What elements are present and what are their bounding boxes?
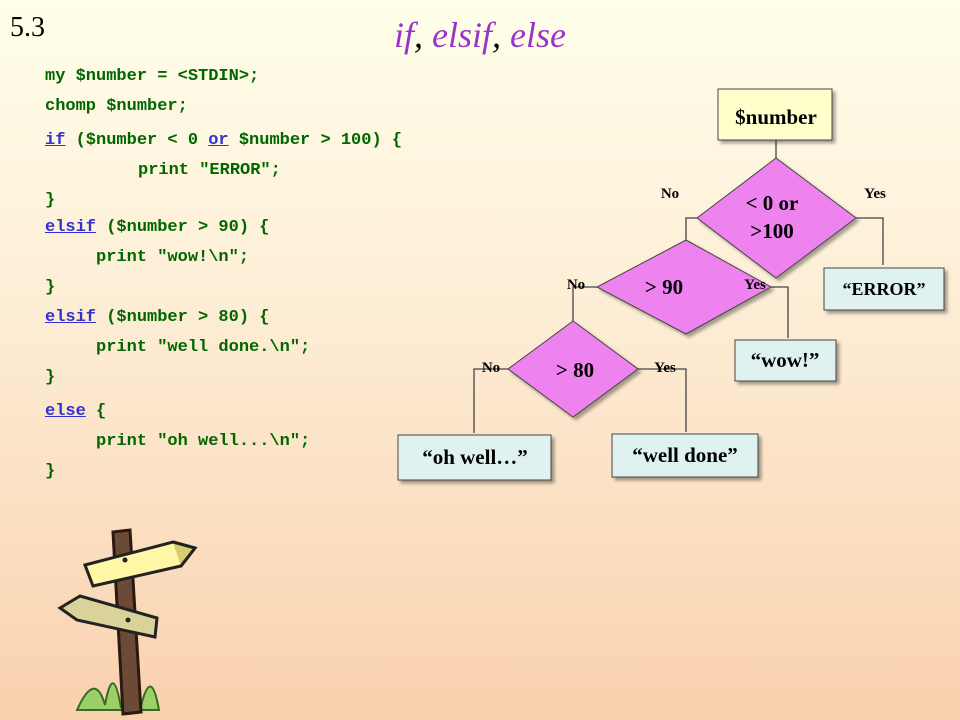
code-line: elsif ($number > 90) { (45, 218, 269, 237)
result-wow-box (734, 339, 837, 382)
yes-label: Yes (864, 186, 886, 202)
result-label: “well done” (632, 443, 738, 467)
code-line: print "wow!\n"; (96, 248, 250, 267)
code-line: } (45, 368, 56, 387)
result-label: “ERROR” (842, 279, 925, 299)
connector-line (685, 217, 697, 240)
title-else: else (510, 15, 566, 55)
slide-title: if, elsif, else (0, 14, 960, 56)
slide-number: 5.3 (10, 12, 45, 43)
result-well-done-box (611, 433, 759, 478)
result-label: “wow!” (751, 348, 820, 372)
code-line: } (45, 191, 56, 210)
title-if: if (394, 15, 415, 55)
code-line: print "well done.\n"; (96, 338, 311, 357)
yes-label: Yes (744, 277, 766, 293)
no-label: No (567, 277, 585, 293)
decision-label: >100 (750, 219, 793, 243)
decision-label: < 0 or (746, 191, 799, 215)
decision-out-of-range (696, 157, 857, 279)
no-label: No (482, 360, 500, 376)
keyword-or-link[interactable]: or (208, 131, 229, 150)
title-elsif: elsif (432, 15, 493, 55)
yes-label: Yes (654, 360, 676, 376)
start-box (717, 88, 833, 141)
code-line: print "ERROR"; (138, 161, 281, 180)
keyword-else-link[interactable]: else (45, 402, 86, 421)
no-label: No (661, 186, 679, 202)
code-line: chomp $number; (45, 97, 188, 116)
connector-line (473, 368, 508, 433)
decision-gt-80 (507, 320, 639, 418)
result-label: “oh well…” (422, 445, 528, 469)
code-text: ($number > 90) { (96, 218, 270, 237)
code-line: elsif ($number > 80) { (45, 308, 269, 327)
title-separator: , (414, 15, 433, 55)
code-line: my $number = <STDIN>; (45, 67, 260, 86)
connector-line (856, 217, 884, 265)
decision-gt-90 (595, 239, 773, 335)
code-text: ($number > 80) { (96, 308, 270, 327)
signpost-icon (57, 528, 198, 716)
code-line: print "oh well...\n"; (96, 432, 311, 451)
code-line: } (45, 462, 56, 481)
start-label: $number (735, 105, 817, 129)
code-line: if ($number < 0 or $number > 100) { (45, 131, 402, 150)
code-text: $number > 100) { (228, 131, 403, 150)
code-text: { (85, 402, 107, 421)
keyword-elsif-link[interactable]: elsif (45, 218, 97, 237)
result-oh-well-box (397, 434, 552, 481)
decision-label: > 90 (645, 275, 683, 299)
title-separator: , (492, 15, 511, 55)
keyword-elsif-link[interactable]: elsif (45, 308, 97, 327)
keyword-if-link[interactable]: if (45, 131, 66, 150)
decision-label: > 80 (556, 358, 594, 382)
code-line: else { (45, 402, 106, 421)
connector-line (771, 286, 789, 338)
flow-connectors (473, 140, 884, 433)
connector-line (638, 368, 687, 432)
code-text: ($number < 0 (65, 131, 209, 150)
connector-line (572, 286, 597, 321)
code-line: } (45, 278, 56, 297)
result-error-box (823, 267, 945, 311)
